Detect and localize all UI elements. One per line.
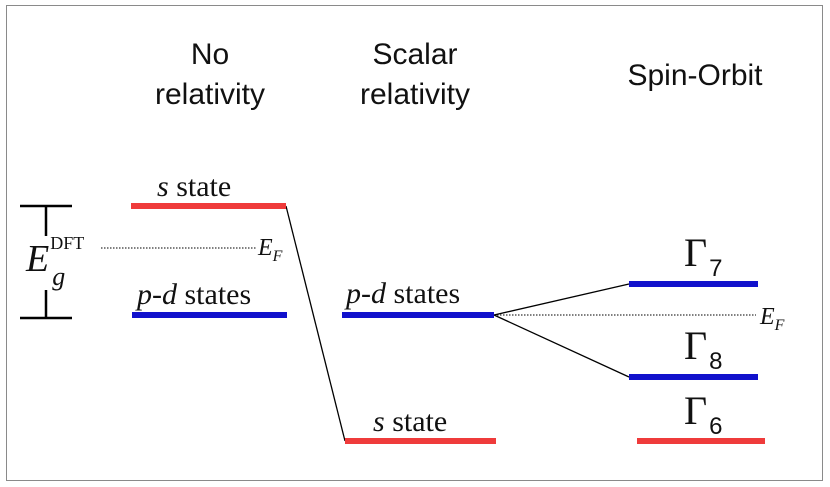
fermi-symbol: E xyxy=(760,304,775,330)
gap-superscript: DFT xyxy=(50,233,85,253)
gamma8-subscript: 8 xyxy=(709,348,723,375)
header-scalar-relativity: Scalar relativity xyxy=(330,35,500,115)
scalar-pd-rest: states xyxy=(386,277,461,310)
gamma8-level xyxy=(629,374,758,380)
gamma7-subscript: 7 xyxy=(709,255,723,282)
fermi-label-right: EF xyxy=(760,303,784,334)
no-rel-pd-italic: p-d xyxy=(137,278,177,311)
scalar-pd-level xyxy=(342,312,494,318)
s-state-connector xyxy=(285,205,346,442)
header-scalar-relativity-line1: Scalar xyxy=(372,38,458,71)
gap-subscript: g xyxy=(52,262,66,291)
no-rel-pd-rest: states xyxy=(177,278,252,311)
gamma6-label: Γ6 xyxy=(684,388,723,441)
no-rel-s-italic: s xyxy=(157,170,169,203)
gamma7-level xyxy=(629,281,758,287)
gamma7-symbol: Γ xyxy=(684,230,708,275)
gamma7-connector xyxy=(493,283,630,316)
header-scalar-relativity-line2: relativity xyxy=(359,78,471,111)
header-no-relativity-line1: No xyxy=(190,38,230,71)
no-rel-s-level xyxy=(131,203,286,209)
gamma8-symbol: Γ xyxy=(684,323,708,368)
scalar-s-level xyxy=(345,438,496,444)
fermi-subscript: F xyxy=(272,248,283,265)
scalar-s-rest: state xyxy=(384,405,448,438)
gap-label: E DFT g xyxy=(26,234,84,290)
scalar-pd-italic: p-d xyxy=(346,277,386,310)
fermi-label-left: EF xyxy=(258,234,282,265)
no-rel-s-rest: state xyxy=(168,170,232,203)
gap-symbol: E xyxy=(26,238,50,280)
fermi-symbol: E xyxy=(258,235,273,261)
header-spin-orbit: Spin-Orbit xyxy=(627,59,763,92)
scalar-s-label: s state xyxy=(373,405,447,439)
scalar-pd-label: p-d states xyxy=(346,277,460,311)
gamma6-symbol: Γ xyxy=(684,388,708,433)
no-rel-pd-level xyxy=(132,312,287,318)
gamma6-subscript: 6 xyxy=(709,413,723,440)
no-rel-s-label: s state xyxy=(157,170,231,204)
scalar-s-italic: s xyxy=(373,405,385,438)
fermi-subscript: F xyxy=(774,317,785,334)
gamma7-label: Γ7 xyxy=(684,230,723,283)
gamma6-level xyxy=(637,438,765,444)
header-no-relativity: No relativity xyxy=(130,35,290,115)
diagram-frame xyxy=(6,5,823,481)
no-rel-pd-label: p-d states xyxy=(137,278,251,312)
header-no-relativity-line2: relativity xyxy=(154,78,266,111)
gamma8-connector xyxy=(493,314,630,378)
gamma8-label: Γ8 xyxy=(684,323,723,376)
